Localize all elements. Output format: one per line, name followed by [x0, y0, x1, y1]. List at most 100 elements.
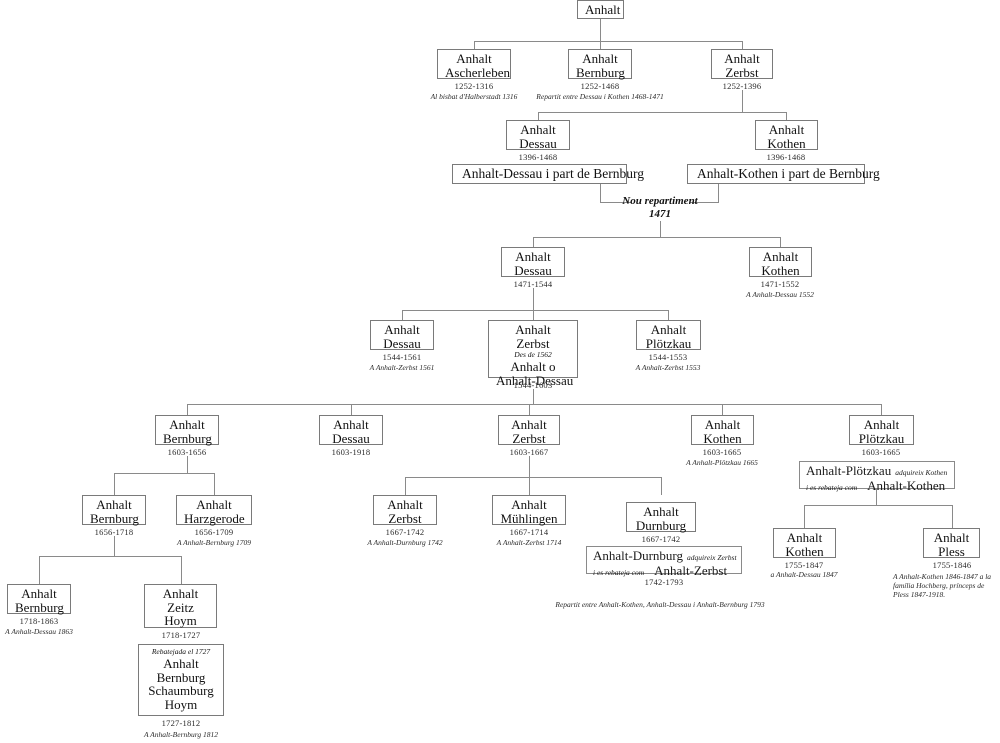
node-anhalt-dessau-1396[interactable]: Anhalt Dessau — [506, 120, 570, 150]
node-anhalt-bernburg-1718[interactable]: Anhalt Bernburg — [7, 584, 71, 614]
node-dates: 1656-1709 — [194, 527, 234, 537]
connector — [786, 112, 787, 120]
merge-durnburg-acquires-zerbst[interactable]: Anhalt-Durnburg adquireix Zerbst i es re… — [586, 546, 742, 577]
connector — [529, 456, 530, 477]
node-anhalt-kothen-part-bernburg[interactable]: Anhalt-Kothen i part de Bernburg — [687, 164, 880, 184]
merge-name-a: Anhalt-Durnburg — [593, 548, 684, 563]
node-anhalt-zeitz-hoym[interactable]: Anhalt Zeitz Hoym — [144, 584, 217, 628]
node-dates: 1603-1665 — [702, 447, 742, 457]
connector — [187, 404, 881, 405]
connector — [187, 456, 188, 473]
node-anhalt-pless[interactable]: Anhalt Pless — [923, 528, 980, 558]
node-line: Anhalt — [163, 656, 199, 671]
node-line: Hoym — [164, 696, 198, 712]
connector — [474, 41, 475, 49]
node-line: Anhalt — [643, 504, 679, 519]
node-dates: 1252-1468 — [580, 81, 620, 91]
node-line: Anhalt — [333, 417, 369, 432]
node-anhalt-zerbst-1252[interactable]: Anhalt Zerbst — [711, 49, 773, 79]
node-line: Zerbst — [516, 335, 550, 351]
node-anhalt-bernburg-1252[interactable]: Anhalt Bernburg — [568, 49, 632, 79]
repartiment-year: 1471 — [648, 208, 671, 220]
node-line: Zeitz — [167, 599, 194, 615]
node-anhalt-dessau-1544[interactable]: Anhalt Dessau — [370, 320, 434, 350]
node-line: Anhalt — [933, 530, 970, 545]
connector — [690, 202, 719, 203]
node-line: Kothen — [767, 135, 806, 151]
connector — [661, 477, 662, 495]
connector — [114, 473, 115, 495]
node-anhalt-bernburg-schaumburg-hoym[interactable]: Rebatejada el 1727 Anhalt Bernburg Schau… — [138, 644, 224, 716]
node-anhalt-kothen-1755[interactable]: Anhalt Kothen — [773, 528, 836, 558]
node-line: Ascherleben — [445, 64, 510, 80]
node-dates: 1603-1918 — [331, 447, 371, 457]
connector — [780, 237, 781, 247]
node-line: Durnburg — [635, 517, 687, 533]
node-anhalt-plotzkau-1544[interactable]: Anhalt Plötzkau — [636, 320, 701, 350]
node-line: Kothen — [761, 262, 800, 278]
node-line: Plötzkau — [645, 335, 692, 351]
node-line: Zerbst — [388, 510, 422, 526]
node-anhalt-zerbst-1544[interactable]: Anhalt Zerbst Des de 1562 Anhalt o Anhal… — [488, 320, 578, 387]
node-line: Anhalt — [511, 417, 547, 432]
node-anhalt-plotzkau-1603[interactable]: Anhalt Plötzkau — [849, 415, 914, 445]
node-anhalt-durnburg[interactable]: Anhalt Durnburg — [626, 502, 696, 532]
connector — [742, 90, 743, 112]
connector — [405, 477, 661, 478]
node-line: Bernburg — [90, 510, 139, 526]
node-note: Al bisbat d'Halberstadt 1316 — [430, 92, 518, 101]
connector — [881, 404, 882, 415]
node-dates: 1727-1812 — [161, 718, 201, 728]
connector — [533, 237, 780, 238]
node-line: Anhalt — [582, 51, 618, 66]
merge-verb-b: i es rebateja com — [806, 483, 858, 492]
node-anhalt-muhlingen[interactable]: Anhalt Mühlingen — [492, 495, 566, 525]
node-anhalt-dessau-1603[interactable]: Anhalt Dessau — [319, 415, 383, 445]
node-line: Hoym — [164, 613, 197, 628]
node-line: Dessau — [519, 135, 557, 151]
node-dates: 1718-1727 — [161, 630, 201, 640]
node-anhalt-kothen-1603[interactable]: Anhalt Kothen — [691, 415, 754, 445]
node-anhalt-kothen-1396[interactable]: Anhalt Kothen — [755, 120, 818, 150]
node-anhalt-zerbst-1667[interactable]: Anhalt Zerbst — [373, 495, 437, 525]
node-midnote: Des de 1562 — [514, 350, 552, 359]
connector — [600, 184, 601, 202]
node-line: Anhalt — [196, 497, 232, 512]
node-dates: 1667-1742 — [385, 527, 425, 537]
node-anhalt-kothen-1471[interactable]: Anhalt Kothen — [749, 247, 812, 277]
connector — [538, 112, 539, 120]
merge-plotzkau-acquires-kothen[interactable]: Anhalt-Plötzkau adquireix Kothen i es re… — [799, 461, 955, 492]
connector — [114, 536, 115, 556]
node-note: Repartit entre Dessau i Kothen 1468-1471 — [536, 92, 664, 101]
node-anhalt-ascherleben[interactable]: Anhalt Ascherleben — [437, 49, 511, 79]
node-line: Anhalt o — [510, 359, 556, 374]
node-line: Mühlingen — [500, 510, 558, 526]
node-line: Anhalt — [768, 122, 805, 137]
node-line: Bernburg — [576, 64, 625, 80]
connector — [538, 112, 786, 113]
node-anhalt-dessau-1471[interactable]: Anhalt Dessau — [501, 247, 565, 277]
node-dates: 1544-1561 — [382, 352, 422, 362]
node-dates: 1603-1667 — [509, 447, 549, 457]
node-dates: 1656-1718 — [94, 527, 134, 537]
connector — [600, 202, 632, 203]
node-line: Anhalt — [169, 417, 205, 432]
connector — [533, 288, 534, 310]
node-line: Anhalt-Kothen i part de Bernburg — [697, 166, 880, 181]
connector — [351, 404, 352, 415]
node-line: Zerbst — [725, 64, 759, 80]
node-anhalt-harzgerode[interactable]: Anhalt Harzgerode — [176, 495, 252, 525]
node-anhalt-bernburg-1656[interactable]: Anhalt Bernburg — [82, 495, 146, 525]
merge-row-2: i es rebateja com Anhalt-Kothen — [806, 479, 948, 494]
node-anhalt-zerbst-1603[interactable]: Anhalt Zerbst — [498, 415, 560, 445]
node-anhalt-dessau-part-bernburg[interactable]: Anhalt-Dessau i part de Bernburg — [452, 164, 644, 184]
merge-verb-b: i es rebateja com — [593, 568, 645, 577]
node-note: A Anhalt-Durnburg 1742 — [367, 538, 443, 547]
node-dates: 1396-1468 — [518, 152, 558, 162]
node-line: Anhalt — [456, 51, 492, 66]
node-line: Anhalt — [162, 586, 199, 601]
node-line: Anhalt — [384, 322, 420, 337]
node-anhalt-bernburg-1603[interactable]: Anhalt Bernburg — [155, 415, 219, 445]
node-anhalt-root[interactable]: Anhalt — [577, 0, 624, 19]
merge-verb-a: adquireix Kothen — [895, 468, 948, 477]
